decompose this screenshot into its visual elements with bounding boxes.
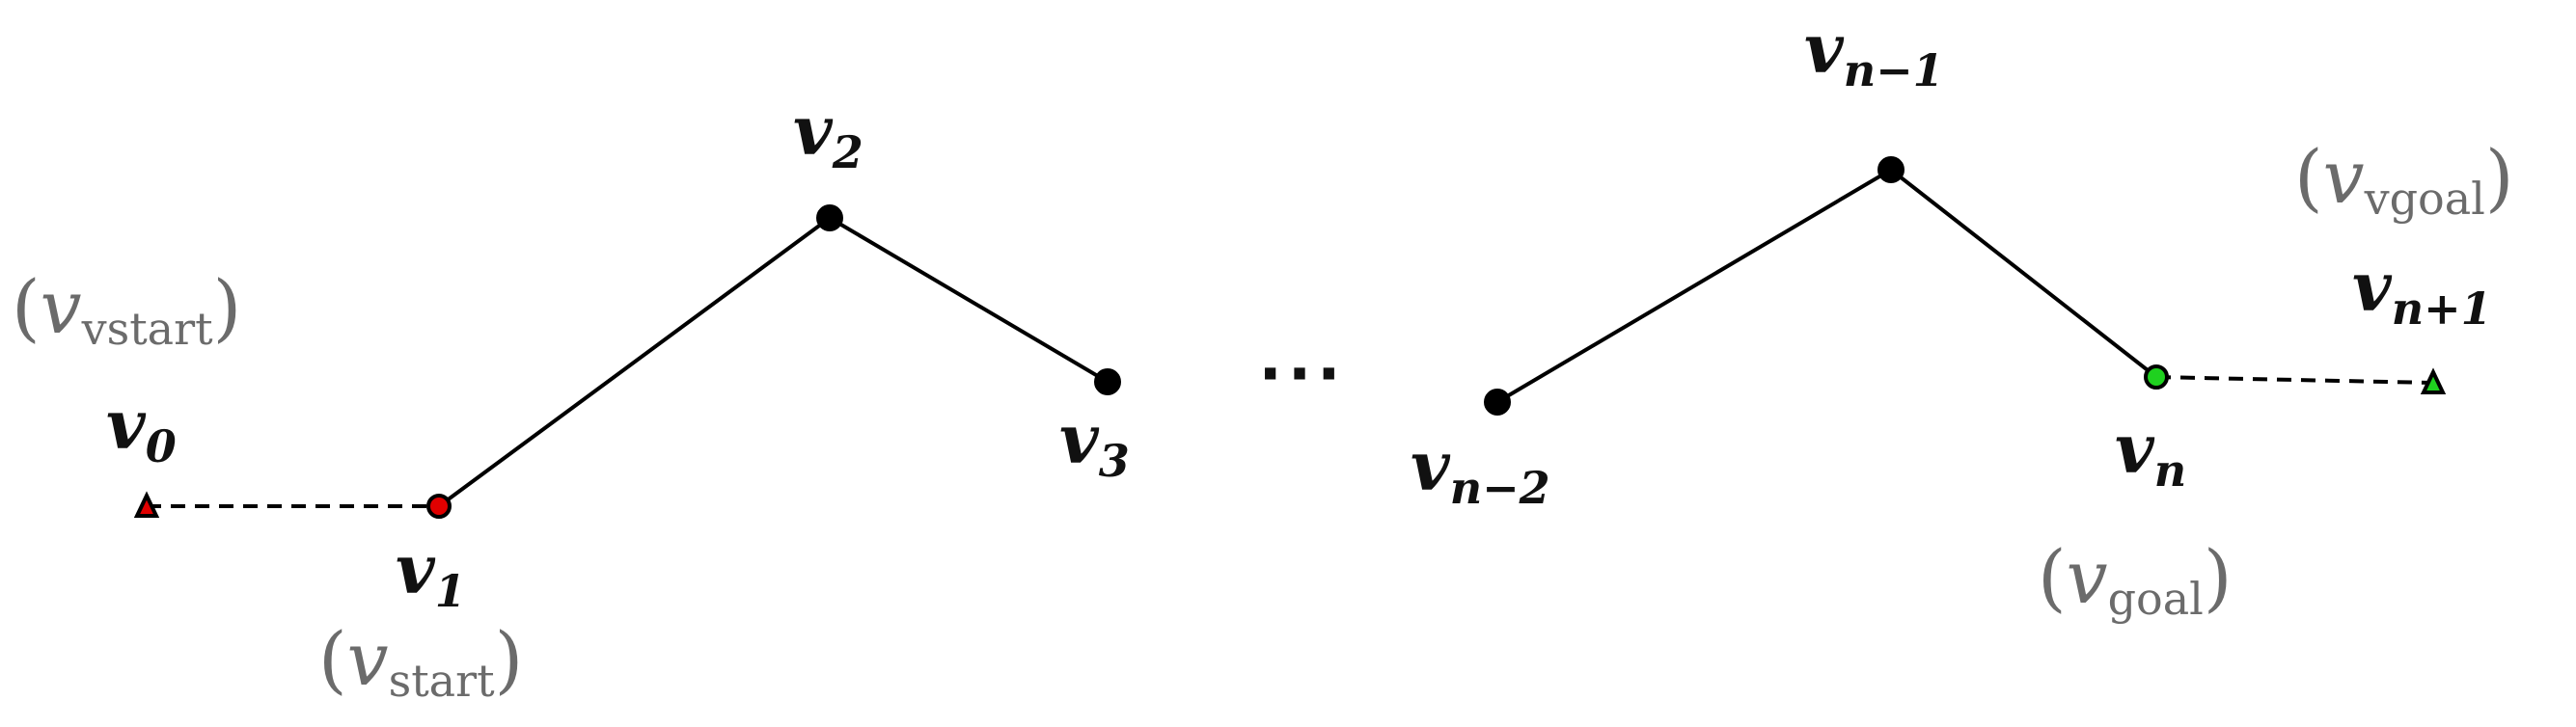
vn-goal-node xyxy=(2144,364,2169,390)
alias-start: (vstart) xyxy=(318,616,523,707)
alias-vstart: (vvstart) xyxy=(12,264,241,355)
vn-plus-1-triangle-marker xyxy=(2420,367,2447,394)
path-edge-segment-1 xyxy=(437,215,1110,508)
label-v2: v2 xyxy=(793,91,863,178)
label-v0: v0 xyxy=(106,385,177,472)
v2-node xyxy=(816,204,843,231)
vn-minus-1-node xyxy=(1877,156,1905,183)
label-v3: v3 xyxy=(1059,399,1130,487)
edges xyxy=(147,167,2434,508)
alias-goal: (vgoal) xyxy=(2038,534,2233,625)
label-vn: vn xyxy=(2115,409,2186,497)
vn-minus-2-node xyxy=(1484,389,1511,416)
virtual-edge-goal xyxy=(2155,375,2434,385)
ellipsis: ··· xyxy=(1259,339,1347,411)
label-vn-minus-1: vn−1 xyxy=(1804,9,1944,96)
label-vn-plus-1: vn+1 xyxy=(2352,247,2492,335)
alias-vgoal: (vvgoal) xyxy=(2294,134,2514,225)
v1-start-node xyxy=(426,494,452,519)
path-edge-segment-2 xyxy=(1495,167,2158,404)
label-vn-minus-2: vn−2 xyxy=(1411,426,1550,514)
v3-node xyxy=(1094,368,1121,395)
v0-triangle-marker xyxy=(133,491,160,518)
label-v1: v1 xyxy=(396,529,466,617)
nodes xyxy=(133,156,2447,519)
